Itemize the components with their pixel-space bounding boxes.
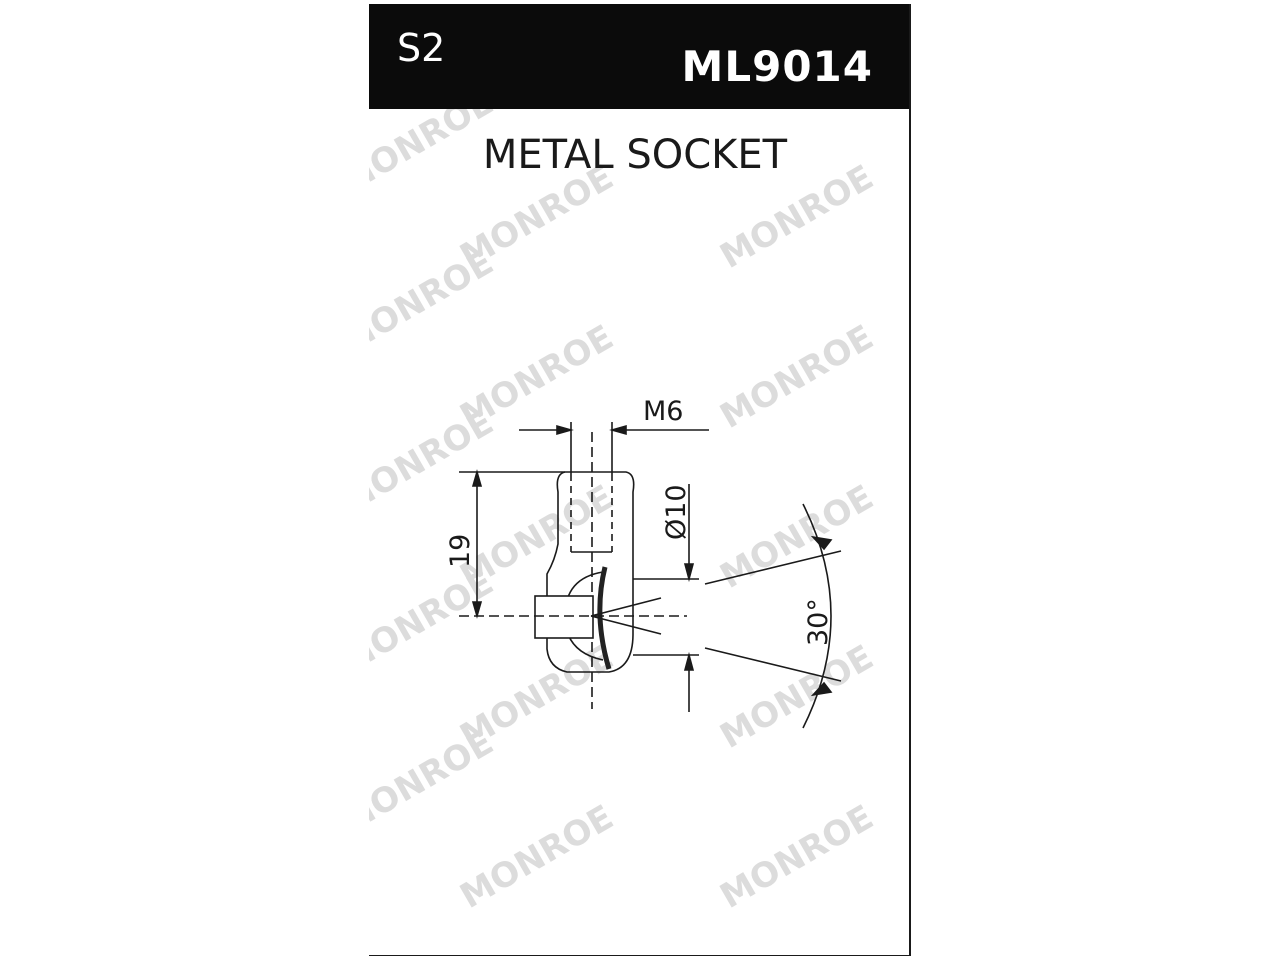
product-card: MONROE MONROE MONROE MONROE MONROE MONRO… bbox=[369, 4, 911, 956]
header-bar: S2 ML9014 bbox=[369, 4, 909, 109]
series-code: S2 bbox=[397, 26, 446, 70]
angle-label: 30° bbox=[803, 598, 834, 646]
part-number: ML9014 bbox=[681, 42, 873, 91]
socket-body-outline bbox=[546, 471, 635, 673]
connector-title: METAL SOCKET bbox=[482, 132, 788, 178]
watermark-layer: MONROE MONROE MONROE MONROE MONROE MONRO… bbox=[369, 82, 880, 916]
thread-size-label: M6 bbox=[643, 396, 683, 427]
socket-drawing: M6 Ø10 19 30° bbox=[445, 396, 842, 729]
diameter-label: Ø10 bbox=[661, 484, 692, 540]
length-label: 19 bbox=[445, 534, 476, 568]
